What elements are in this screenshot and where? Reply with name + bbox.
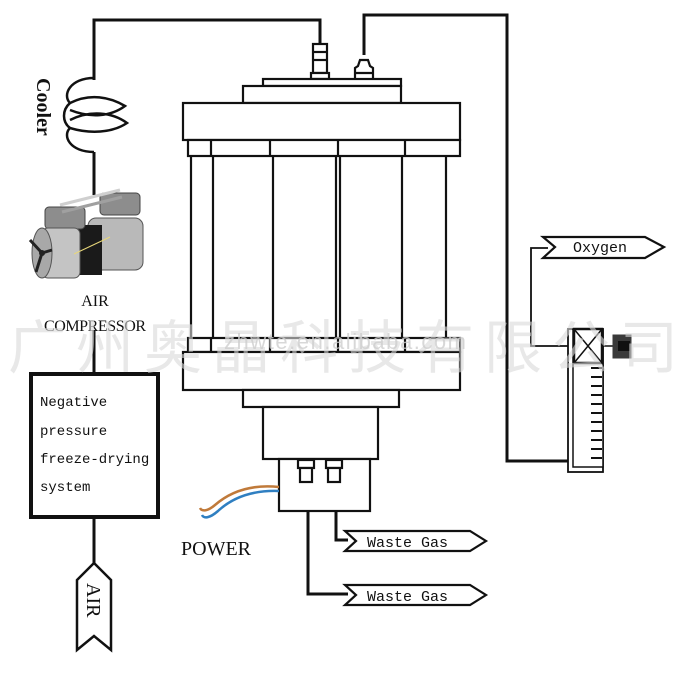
air-compressor-label-line2: COMPRESSOR [44,318,146,335]
waste-gas-arrow-2 [342,583,489,607]
flowmeter-scale [591,367,602,459]
top-outlet-fitting [353,58,375,82]
air-compressor-label-line1: AIR [81,293,109,310]
air-inlet-label: AIR [82,583,104,618]
air-inlet-arrow [75,561,113,653]
oxygen-vessel [181,42,462,513]
top-inlet-fitting [311,42,329,75]
oxygen-outlet-line [530,247,568,347]
power-label: POWER [181,538,252,560]
cooler-label: Cooler [32,78,54,136]
dryer-label-line3: freeze-drying [40,452,149,468]
watermark-url: zhwte.en.alibaba.com [224,329,466,354]
base-block [277,457,372,513]
oxygen-outlet-arrow [539,235,667,260]
waste-gas-label-2: Waste Gas [367,589,448,606]
dryer-label-line1: Negative [40,395,107,411]
power-cable-icon [198,485,280,519]
bottom-fitting-2 [324,458,344,470]
freeze-drying-system-box [29,372,160,519]
flowmeter [567,327,632,473]
dryer-label-line4: system [40,480,90,496]
pipe-cooler-to-vessel [92,18,322,78]
waste-gas-arrow-1 [342,529,489,553]
bottom-fitting-1 [296,458,316,470]
cooler-coil-icon [62,76,130,154]
oxygen-label: Oxygen [573,240,627,257]
pipe-waste-gas-2 [306,490,348,596]
waste-gas-label-1: Waste Gas [367,535,448,552]
dryer-label-line2: pressure [40,424,107,440]
pipe-vessel-to-flowmeter [362,13,568,463]
air-compressor-icon [28,188,144,279]
